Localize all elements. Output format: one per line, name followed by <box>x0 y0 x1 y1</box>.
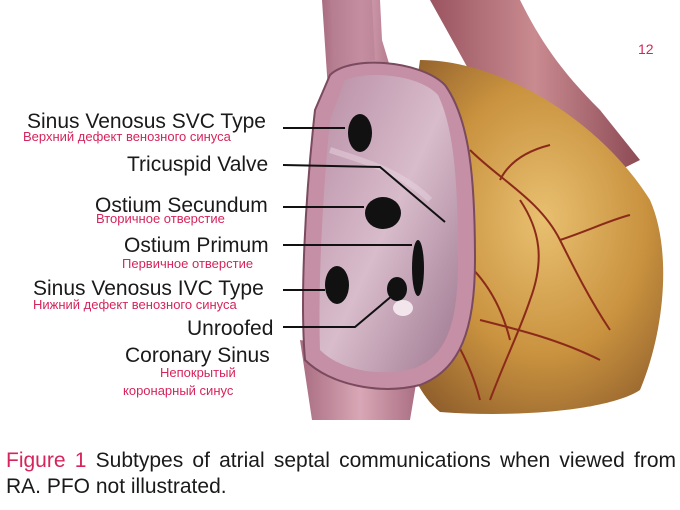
heart-illustration <box>282 0 664 420</box>
label-ivc-ru: Нижний дефект венозного синуса <box>33 297 237 312</box>
label-secundum: Ostium Secundum <box>95 194 268 217</box>
secundum-defect <box>365 197 401 229</box>
caption-text: Subtypes of atrial septal communications… <box>6 449 676 498</box>
leader-lines <box>282 127 446 328</box>
label-coronary-ru-2: коронарный синус <box>123 383 234 398</box>
page-number: 12 <box>638 41 654 57</box>
label-unroofed: Unroofed <box>187 317 274 340</box>
figure-label: Figure 1 <box>6 449 87 472</box>
label-svc: Sinus Venosus SVC Type <box>27 110 266 133</box>
svc-defect <box>348 114 372 152</box>
label-svc-ru: Верхний дефект венозного синуса <box>23 129 231 144</box>
label-primum: Ostium Primum <box>124 234 269 257</box>
primum-defect <box>412 240 424 296</box>
label-ivc: Sinus Venosus IVC Type <box>33 277 264 300</box>
label-coronary-sinus: Coronary Sinus <box>125 344 270 367</box>
ivc-defect <box>325 266 349 304</box>
label-tricuspid: Tricuspid Valve <box>127 153 269 176</box>
figure-caption: Figure 1 Subtypes of atrial septal commu… <box>6 448 676 500</box>
label-secundum-ru: Вторичное отверстие <box>96 211 225 226</box>
label-coronary-ru-1: Непокрытый <box>160 365 236 380</box>
coronary-vessels <box>429 144 631 401</box>
label-primum-ru: Первичное отверстие <box>122 256 254 271</box>
